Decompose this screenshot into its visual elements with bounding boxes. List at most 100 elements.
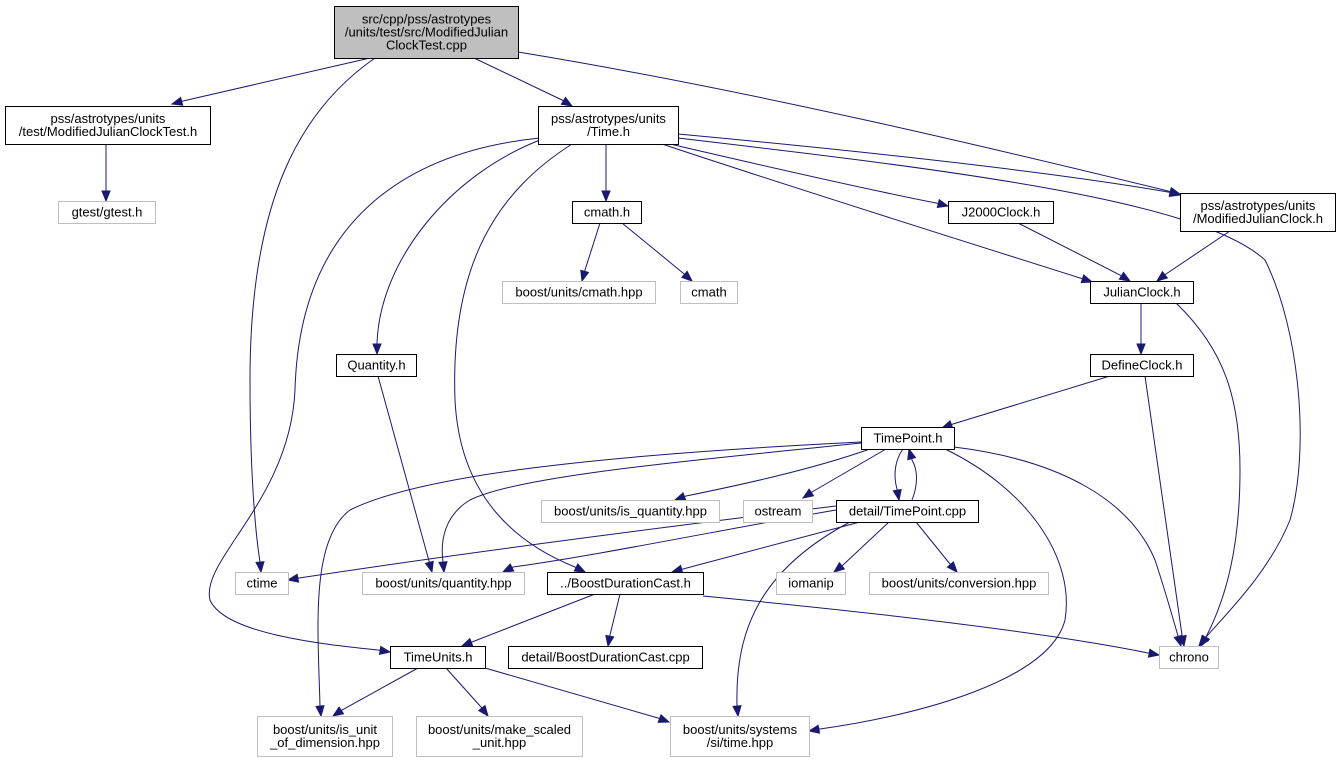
edge-defineclock-to-timepoint_h: [940, 375, 1111, 429]
node-label: detail/TimePoint.cpp: [849, 504, 966, 519]
node-label: TimePoint.h: [874, 431, 943, 446]
edge-time_h-to-mjc_h: [677, 133, 1182, 198]
arrowhead: [601, 190, 611, 203]
arrowhead: [1118, 271, 1132, 282]
edge-timepoint_h-to-timepoint_cpp: [892, 448, 904, 502]
node-label: Quantity.h: [347, 358, 405, 373]
node-boost-cmath[interactable]: boost/units/cmath.hpp: [502, 281, 656, 304]
edge-line: [1144, 375, 1183, 638]
edge-defineclock-to-chrono: [1144, 375, 1187, 648]
edge-root-to-ctime: [249, 57, 376, 574]
node-mjct-h[interactable]: pss/astrotypes/units/test/ModifiedJulian…: [5, 106, 211, 145]
edge-line: [669, 143, 940, 205]
node-gtest[interactable]: gtest/gtest.h: [58, 201, 156, 224]
edge-line: [180, 57, 371, 103]
node-box: [547, 572, 704, 595]
node-julian[interactable]: JulianClock.h: [1090, 281, 1194, 304]
edge-timepoint_h-to-is_quantity: [673, 448, 871, 501]
arrowhead: [501, 563, 515, 573]
arrowhead: [1200, 634, 1211, 648]
node-j2000[interactable]: J2000Clock.h: [948, 201, 1054, 224]
node-label: boost/units/is_unit: [273, 722, 377, 737]
arrowhead: [946, 560, 958, 574]
edge-timepoint_cpp-to-timepoint_h: [907, 447, 917, 501]
node-cmath-h[interactable]: cmath.h: [572, 201, 642, 224]
arrowhead: [1080, 274, 1094, 284]
arrowhead: [315, 705, 325, 718]
node-label: /test/ModifiedJulianClockTest.h: [19, 124, 197, 139]
arrowhead: [460, 637, 474, 647]
node-is-unit[interactable]: boost/units/is_unit_of_dimension.hpp: [257, 716, 393, 757]
arrowhead: [372, 343, 382, 356]
edge-timepoint_h-to-is_unit: [315, 441, 862, 718]
node-timeunits[interactable]: TimeUnits.h: [390, 646, 486, 669]
edge-line: [1163, 230, 1231, 276]
node-label: _of_dimension.hpp: [269, 735, 380, 750]
node-timepoint-cpp[interactable]: detail/TimePoint.cpp: [836, 500, 979, 523]
edge-line: [484, 667, 661, 720]
node-label: boost/units/quantity.hpp: [375, 576, 511, 591]
node-box: [1090, 354, 1194, 377]
node-make-scaled[interactable]: boost/units/make_scaled_unit.hpp: [416, 716, 583, 757]
node-box: [836, 500, 979, 523]
edge-timeunits-to-make_scaled: [445, 667, 489, 718]
node-box: [541, 500, 720, 523]
node-label: pss/astrotypes/units: [1201, 198, 1316, 213]
edge-line: [609, 593, 621, 638]
node-timepoint-h[interactable]: TimePoint.h: [861, 427, 955, 450]
nodes-layer: src/cpp/pss/astrotypes/units/test/src/Mo…: [5, 6, 1336, 757]
node-defineclock[interactable]: DefineClock.h: [1090, 354, 1194, 377]
edge-line: [1017, 222, 1123, 277]
arrowhead: [801, 488, 815, 499]
node-label: src/cpp/pss/astrotypes: [362, 12, 492, 27]
edge-line: [840, 521, 890, 567]
node-bdc-h[interactable]: ../BoostDurationCast.h: [547, 572, 704, 595]
node-box: [743, 500, 813, 523]
node-is-quantity[interactable]: boost/units/is_quantity.hpp: [541, 500, 720, 523]
edge-line: [736, 521, 851, 708]
arrowhead: [605, 634, 615, 648]
edge-timepoint_h-to-quantity_hpp: [438, 442, 862, 574]
edge-timepoint_h-to-si_time: [807, 448, 1067, 734]
node-conversion[interactable]: boost/units/conversion.hpp: [869, 572, 1049, 595]
node-iomanip[interactable]: iomanip: [776, 572, 846, 595]
arrowhead: [255, 561, 265, 574]
node-box: [502, 281, 656, 304]
arrowhead: [1155, 270, 1169, 282]
node-label: TimeUnits.h: [404, 650, 473, 665]
node-ctime[interactable]: ctime: [235, 572, 289, 595]
edge-line: [470, 593, 596, 644]
edge-bdc_h-to-bdc_cpp: [605, 593, 621, 648]
node-quantity-hpp[interactable]: boost/units/quantity.hpp: [362, 572, 525, 595]
edge-line: [677, 133, 1172, 194]
node-box: [1180, 193, 1336, 232]
node-bdc-cpp[interactable]: detail/BoostDurationCast.cpp: [508, 646, 703, 669]
node-quantity-h[interactable]: Quantity.h: [336, 354, 417, 377]
node-label: ostream: [755, 504, 802, 519]
node-label: ../BoostDurationCast.h: [560, 576, 691, 591]
node-mjc-h[interactable]: pss/astrotypes/units/ModifiedJulianClock…: [1180, 193, 1336, 232]
node-time-h[interactable]: pss/astrotypes/units/Time.h: [538, 106, 679, 145]
edge-line: [517, 51, 1172, 193]
node-label: chrono: [1169, 650, 1209, 665]
edge-line: [445, 667, 483, 710]
edge-line: [910, 457, 917, 501]
edge-mjct_h-to-gtest: [101, 144, 111, 203]
edge-line: [317, 441, 862, 708]
edge-cmath_h-to-boost_cmath: [580, 222, 601, 283]
node-label: boost/units/is_quantity.hpp: [554, 504, 707, 519]
edge-time_h-to-julian: [661, 143, 1094, 284]
node-label: iomanip: [788, 576, 834, 591]
edge-line: [817, 448, 1067, 730]
arrowhead: [286, 573, 300, 583]
node-si-time[interactable]: boost/units/systems/si/time.hpp: [670, 716, 810, 757]
node-cmath[interactable]: cmath: [680, 281, 738, 304]
node-chrono[interactable]: chrono: [1159, 646, 1219, 669]
node-box: [235, 572, 289, 595]
node-root[interactable]: src/cpp/pss/astrotypes/units/test/src/Mo…: [334, 6, 519, 59]
edge-timeunits-to-si_time: [484, 667, 671, 723]
edge-time_h-to-quantity_h: [372, 139, 541, 356]
arrowhead: [170, 96, 184, 106]
edge-julian-to-chrono: [1175, 302, 1241, 648]
node-ostream[interactable]: ostream: [743, 500, 813, 523]
